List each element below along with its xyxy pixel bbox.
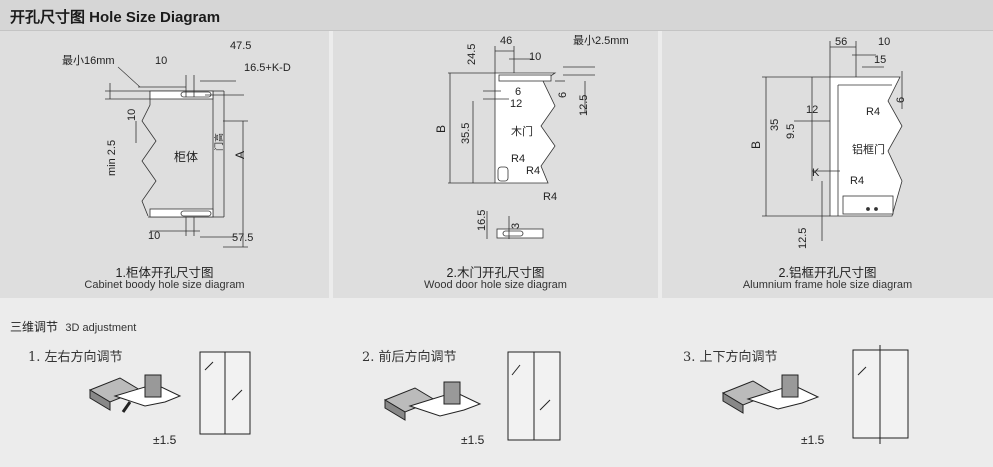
header-bar: 开孔尺寸图 Hole Size Diagram — [0, 0, 993, 31]
caption-en: Cabinet boody hole size diagram — [84, 279, 245, 291]
page-title: 开孔尺寸图 Hole Size Diagram — [10, 9, 221, 26]
label-35-5: 35.5 — [460, 123, 472, 144]
label-a: A — [233, 151, 247, 159]
label-9-5: 9.5 — [785, 124, 797, 139]
label-10: 10 — [529, 51, 541, 63]
label-6-b: 6 — [557, 92, 569, 98]
label-35: 35 — [769, 119, 781, 131]
label-r4-c: R4 — [543, 191, 557, 203]
label-door-open: 门高 — [213, 133, 224, 151]
label-12-5: 12.5 — [797, 228, 809, 249]
label-12: 12 — [510, 98, 522, 110]
label-12-5: 12.5 — [578, 95, 590, 116]
label-15: 15 — [874, 54, 886, 66]
label-16-5-kd: 16.5+K-D — [244, 62, 291, 74]
label-10-side: 10 — [126, 109, 138, 121]
adjust-title-en: 3D adjustment — [65, 322, 137, 334]
label-min16: 最小16mm — [62, 54, 115, 67]
label-frame: 铝框门 — [852, 142, 885, 156]
label-b: B — [749, 141, 763, 149]
tolerance-front-back: ±1.5 — [461, 433, 485, 447]
label-6: 6 — [895, 97, 907, 103]
aluminium-frame-hole-panel: 56 10 15 6 R4 12 35 9.5 铝框门 B K R4 12.5 … — [662, 31, 993, 298]
label-16-5: 16.5 — [476, 210, 488, 231]
label-r4-a: R4 — [511, 153, 525, 165]
label-r4-b: R4 — [850, 175, 864, 187]
label-10-top: 10 — [155, 55, 167, 67]
aluminium-frame-drawing: 56 10 15 6 R4 12 35 9.5 铝框门 B K R4 12.5 — [749, 36, 907, 249]
caption-cn: 1.柜体开孔尺寸图 — [115, 266, 214, 280]
tolerance-left-right: ±1.5 — [153, 433, 177, 447]
label-10-bot: 10 — [148, 230, 160, 242]
caption-cn: 2.木门开孔尺寸图 — [446, 266, 545, 280]
step-front-back: 2. 前后方向调节 — [362, 350, 457, 365]
label-body: 柜体 — [174, 150, 198, 164]
label-56: 56 — [835, 36, 847, 48]
label-3: 3 — [510, 223, 522, 229]
adjust-title-cn: 三维调节 — [10, 320, 59, 334]
wood-door-hole-panel: 46 10 最小2.5mm 24.5 6 12 6 12.5 B 35.5 木门… — [333, 31, 658, 298]
label-46: 46 — [500, 35, 512, 47]
cabinet-hole-drawing: 最小16mm 47.5 10 16.5+K-D 10 min 2.5 柜体 门高… — [62, 40, 291, 248]
adjust-section-title: 三维调节 3D adjustment — [10, 318, 136, 335]
tolerance-up-down: ±1.5 — [801, 433, 825, 447]
caption-en: Alumnium frame hole size diagram — [742, 279, 913, 291]
label-12: 12 — [806, 104, 818, 116]
cabinet-hole-panel: 最小16mm 47.5 10 16.5+K-D 10 min 2.5 柜体 门高… — [0, 31, 329, 298]
label-57-5: 57.5 — [232, 232, 253, 244]
label-47-5: 47.5 — [230, 40, 251, 52]
label-10: 10 — [878, 36, 890, 48]
label-r4-b: R4 — [526, 165, 540, 177]
label-6-a: 6 — [515, 86, 521, 98]
label-min2-5: min 2.5 — [106, 140, 118, 176]
label-min2-5: 最小2.5mm — [573, 34, 629, 47]
hinge-up-down-illustration — [721, 345, 909, 444]
hinge-front-back-illustration — [383, 351, 561, 441]
label-k: K — [812, 167, 820, 179]
caption-en: Wood door hole size diagram — [424, 279, 567, 291]
wood-door-drawing: 46 10 最小2.5mm 24.5 6 12 6 12.5 B 35.5 木门… — [434, 34, 629, 239]
step-left-right: 1. 左右方向调节 — [28, 350, 123, 365]
step-up-down: 3. 上下方向调节 — [683, 350, 778, 365]
label-r4-a: R4 — [866, 106, 880, 118]
hinge-left-right-illustration — [88, 351, 251, 435]
label-b: B — [434, 125, 448, 133]
label-24-5: 24.5 — [466, 44, 478, 65]
label-door: 木门 — [511, 124, 533, 138]
caption-cn: 2.铝框开孔尺寸图 — [778, 266, 877, 280]
